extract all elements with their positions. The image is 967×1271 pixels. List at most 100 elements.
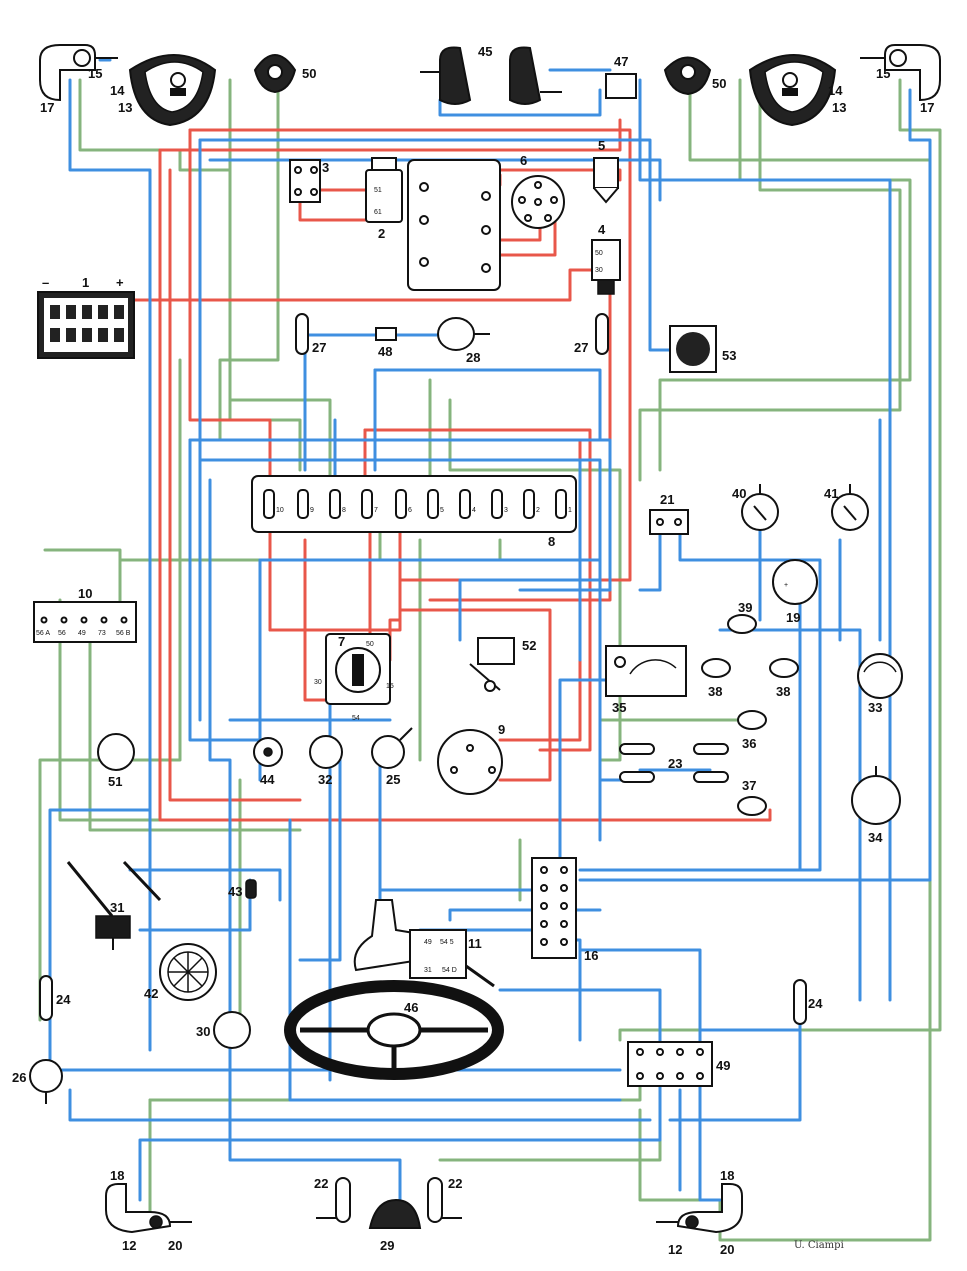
label-33: 33	[868, 700, 882, 715]
ignition-switch-7: 7 50 30 15 54	[314, 633, 394, 722]
pin-15-ign: 15	[386, 683, 394, 690]
label-22-left: 22	[314, 1176, 328, 1191]
fuse-3: 3	[504, 507, 508, 514]
label-34: 34	[868, 830, 883, 845]
label-11: 11	[468, 936, 482, 951]
label-12-left: 12	[122, 1238, 136, 1253]
starter-4: 50 30 4	[591, 222, 621, 295]
fuse-43: 43	[228, 879, 257, 899]
gauge-33: 33	[857, 653, 903, 715]
label-17-right: 17	[920, 100, 934, 115]
label-29: 29	[380, 1238, 394, 1253]
label-52: 52	[522, 638, 536, 653]
pin-73: 73	[98, 630, 106, 637]
label-40: 40	[732, 486, 746, 501]
component-34: 34	[851, 766, 901, 845]
label-3: 3	[322, 160, 329, 175]
lamp-50-right: 50	[663, 56, 726, 96]
label-22-right: 22	[448, 1176, 462, 1191]
interior-lamps-27: 27 27	[295, 313, 609, 355]
headlamp-left: 14 13	[110, 54, 217, 127]
fuse-24-left: 24	[39, 975, 71, 1021]
headlamp-right: 14 13	[748, 54, 846, 127]
label-8: 8	[548, 534, 555, 549]
horn-relay-47: 47	[605, 54, 637, 99]
distributor-6: 6	[511, 153, 565, 229]
battery-minus: –	[42, 275, 49, 290]
battery-plus: +	[116, 275, 124, 290]
relay-21: 21	[649, 492, 689, 535]
pin-49: 49	[78, 630, 86, 637]
label-12-right: 12	[668, 1242, 682, 1257]
label-50-right: 50	[712, 76, 726, 91]
label-26: 26	[12, 1070, 26, 1085]
pin-31-sw: 31	[424, 967, 432, 974]
heater-fan-42: 42	[144, 943, 217, 1001]
label-1: 1	[82, 275, 89, 290]
label-53: 53	[722, 348, 736, 363]
bulb-38-left: 38	[701, 658, 731, 699]
fuse-8: 8	[342, 507, 346, 514]
label-2: 2	[378, 226, 385, 241]
fuse-6: 6	[408, 507, 412, 514]
instrument-51: 51	[97, 733, 135, 789]
label-50-left: 50	[302, 66, 316, 81]
terminal-plate	[407, 159, 501, 291]
steering-wheel-46: 46	[284, 980, 504, 1080]
label-15-right: 15	[876, 66, 890, 81]
label-25: 25	[386, 772, 400, 787]
coil-5: 5	[593, 138, 619, 204]
label-6: 6	[520, 153, 527, 168]
signature: U. Ciampi	[794, 1240, 844, 1251]
bulb-37: 37	[737, 778, 767, 816]
battery-1: – 1 +	[37, 275, 135, 359]
label-5: 5	[598, 138, 605, 153]
label-46: 46	[404, 1000, 418, 1015]
pin-50-starter: 50	[595, 250, 603, 257]
component-26: 26	[12, 1059, 63, 1104]
label-27-left: 27	[312, 340, 326, 355]
label-51: 51	[108, 774, 122, 789]
instrument-44: 44	[253, 737, 283, 787]
label-49: 49	[716, 1058, 730, 1073]
pin-56b: 56 B	[116, 630, 131, 637]
label-7: 7	[338, 634, 345, 649]
label-14-left: 14	[110, 83, 125, 98]
lamp-28: 28	[437, 317, 490, 365]
instrument-32: 32	[309, 735, 343, 787]
instrument-25: 25	[371, 727, 413, 787]
pin-51: 51	[374, 187, 382, 194]
label-31: 31	[110, 900, 124, 915]
connector-block-16: 16	[531, 857, 598, 963]
fuse-4: 4	[472, 507, 476, 514]
lamp-50-left: 50	[253, 54, 316, 94]
label-24-left: 24	[56, 992, 71, 1007]
label-21: 21	[660, 492, 674, 507]
rear-lamp-right: 18 12 20	[656, 1168, 743, 1257]
label-39: 39	[738, 600, 752, 615]
bulb-38-right: 38	[769, 658, 799, 699]
sender-40: 40	[732, 484, 779, 531]
pin-56a: 56 A	[36, 630, 50, 637]
pin-54-ign: 54	[352, 715, 360, 722]
rear-lamp-left: 18 12 20	[105, 1168, 192, 1253]
plate-lamps-22: 22 22	[314, 1176, 462, 1223]
label-9: 9	[498, 722, 505, 737]
bulb-39: 39	[727, 600, 757, 634]
fuse-box-8: 10 9 8 7 6 5 4 3 2 1 8	[251, 475, 577, 549]
label-20-left: 20	[168, 1238, 182, 1253]
label-30: 30	[196, 1024, 210, 1039]
label-43: 43	[228, 884, 242, 899]
relay-3: 3	[289, 159, 329, 203]
fuse-9: 9	[310, 507, 314, 514]
fuse-10: 10	[276, 507, 284, 514]
pin-54d: 54 D	[442, 967, 457, 974]
brake-switch-52: 52	[469, 637, 536, 692]
component-19: + 19	[772, 559, 818, 625]
label-20-right: 20	[720, 1242, 734, 1257]
bulbs-23: 23	[619, 743, 729, 783]
horns-45: 45	[420, 44, 562, 105]
label-36: 36	[742, 736, 756, 751]
front-side-light-left: 17 15	[39, 44, 118, 115]
